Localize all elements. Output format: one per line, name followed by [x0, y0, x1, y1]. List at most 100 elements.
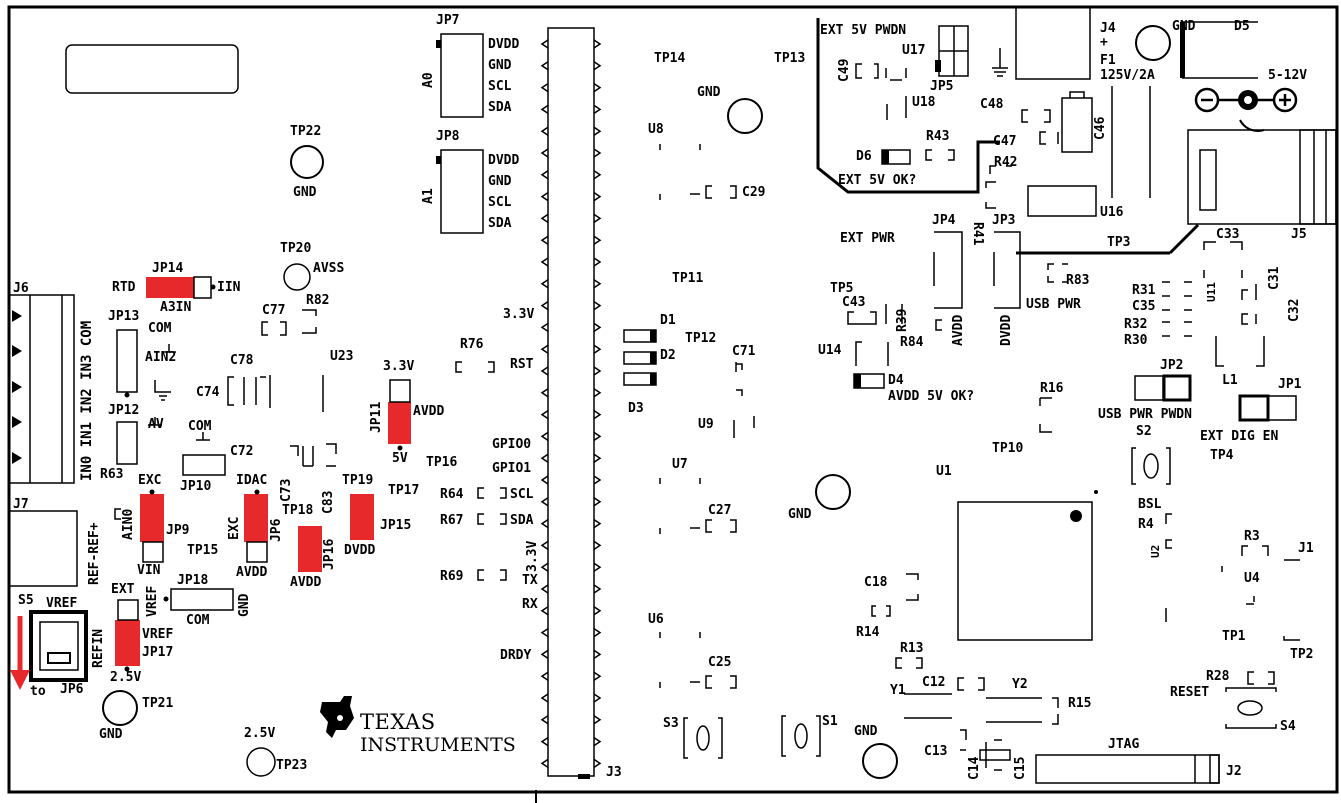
- tp21-gnd-label: GND: [99, 727, 123, 742]
- jp3-header[interactable]: [993, 231, 1021, 309]
- jp7-header[interactable]: [440, 33, 484, 118]
- tp22-testpoint[interactable]: [290, 145, 324, 179]
- avdd2-label: AVDD: [290, 575, 322, 590]
- j3-pin-tooth: [593, 693, 602, 703]
- jp13-header[interactable]: [116, 329, 138, 393]
- jtag-label: JTAG: [1108, 737, 1140, 752]
- c33-label: C33: [1216, 227, 1240, 242]
- jp13-label: JP13: [108, 309, 140, 324]
- v33a-label: 3.3V: [383, 359, 415, 374]
- j3-pin-tooth: [540, 82, 549, 93]
- jp8-header[interactable]: [440, 149, 484, 234]
- tp23-testpoint[interactable]: [246, 747, 276, 777]
- c72-label: C72: [230, 444, 254, 459]
- j3-pin-tooth: [593, 61, 602, 71]
- d5-diode: [1182, 21, 1258, 79]
- j2-jtag[interactable]: [1035, 754, 1220, 784]
- r16-label: R16: [1040, 381, 1064, 396]
- j6-pin-labels: IN0 IN1 IN2 IN3 COM: [79, 320, 95, 481]
- u16-chip: [1027, 185, 1097, 217]
- jp17-label: JP17: [142, 645, 174, 660]
- ti-text-2: INSTRUMENTS: [360, 734, 516, 756]
- s4-switch[interactable]: [1225, 687, 1277, 729]
- s1-switch[interactable]: [781, 715, 821, 757]
- exc1-label: EXC: [138, 473, 162, 488]
- j7-label: J7: [13, 497, 29, 512]
- c15-label: C15: [1013, 756, 1028, 780]
- c47-label: C47: [993, 134, 1017, 149]
- com2-label: COM: [188, 419, 212, 434]
- u9-label: U9: [698, 417, 714, 432]
- j3-pin-tooth: [593, 540, 602, 551]
- c14-label: C14: [967, 756, 982, 780]
- j3-pin-tooth: [540, 409, 549, 420]
- j3-pin-tooth: [540, 279, 549, 289]
- j3-pin-tooth: [593, 191, 602, 202]
- jp4-header[interactable]: [933, 231, 963, 309]
- r3-label: R3: [1244, 529, 1260, 544]
- jp9-jumper[interactable]: [140, 494, 164, 542]
- l1-label: L1: [1222, 373, 1238, 388]
- jp6-jumper[interactable]: [244, 494, 268, 542]
- tp20-avss-label: AVSS: [313, 261, 345, 276]
- jp9-label: JP9: [166, 523, 190, 538]
- j3-pin-tooth: [540, 627, 549, 638]
- u1-label: U1: [936, 464, 952, 479]
- j3-pin-tooth: [540, 191, 549, 202]
- j6-terminal-block[interactable]: [8, 294, 75, 484]
- j3-pin-tooth: [540, 671, 549, 681]
- j4-connector[interactable]: [1015, 6, 1091, 80]
- j3-pin-tooth: [593, 409, 602, 420]
- jp4-label: JP4: [932, 213, 956, 228]
- jp8-gnd: GND: [488, 174, 512, 189]
- ain0-label: AIN0: [121, 508, 136, 540]
- r63-label: R63: [100, 467, 124, 482]
- gnd-mid-testpoint[interactable]: [815, 474, 851, 510]
- jp14-jumper[interactable]: [146, 277, 194, 298]
- j7-connector[interactable]: [8, 510, 78, 587]
- jp8-scl: SCL: [488, 195, 512, 210]
- j3-pin-tooth: [540, 366, 549, 376]
- r42-label: R42: [994, 155, 1018, 170]
- v512-label: 5-12V: [1268, 68, 1308, 83]
- jp17-jumper[interactable]: [115, 620, 140, 666]
- tp11-label: TP11: [672, 271, 704, 286]
- tp21-testpoint[interactable]: [102, 690, 138, 726]
- j3-pin-tooth: [540, 497, 549, 507]
- com1-label: COM: [148, 321, 172, 336]
- jp12-header[interactable]: [116, 421, 138, 465]
- com3-label: COM: [186, 613, 210, 628]
- j3-pin-tooth: [593, 104, 602, 115]
- jp7-gnd: GND: [488, 58, 512, 73]
- jp10-header[interactable]: [182, 454, 226, 476]
- tp20-testpoint[interactable]: [283, 263, 311, 291]
- d4-label: D4: [888, 373, 904, 388]
- r41-label: R41: [970, 222, 985, 246]
- jp11-label: JP11: [369, 401, 384, 433]
- gnd-u8-testpoint[interactable]: [727, 98, 763, 134]
- jp15-jumper[interactable]: [350, 494, 374, 540]
- gnd-j4-testpoint[interactable]: [1135, 25, 1171, 61]
- rst-label: RST: [510, 357, 534, 372]
- j3-pin-tooth: [593, 758, 602, 769]
- r39-label: R39: [895, 308, 910, 332]
- vref2-label: VREF: [46, 596, 78, 611]
- dvdd-label: DVDD: [344, 543, 376, 558]
- jp11-jumper[interactable]: [388, 402, 411, 444]
- jp16-jumper[interactable]: [298, 526, 322, 572]
- label-area: [65, 44, 239, 94]
- s3-switch[interactable]: [683, 717, 723, 759]
- c18-label: C18: [864, 575, 888, 590]
- c25-label: C25: [708, 655, 732, 670]
- jp8-sda: SDA: [488, 216, 512, 231]
- jp1-label: JP1: [1278, 377, 1302, 392]
- s2-switch[interactable]: [1131, 447, 1171, 485]
- j3-pin-tooth: [593, 431, 602, 442]
- a1-label: A1: [421, 188, 436, 204]
- jp18-header[interactable]: [170, 588, 234, 611]
- gnd-bot-testpoint[interactable]: [862, 743, 898, 779]
- v25-label: 2.5V: [110, 670, 142, 685]
- u16-label: U16: [1100, 205, 1124, 220]
- ext5v-pwdn-label: EXT 5V PWDN: [820, 23, 907, 38]
- j3-connector[interactable]: [547, 27, 595, 777]
